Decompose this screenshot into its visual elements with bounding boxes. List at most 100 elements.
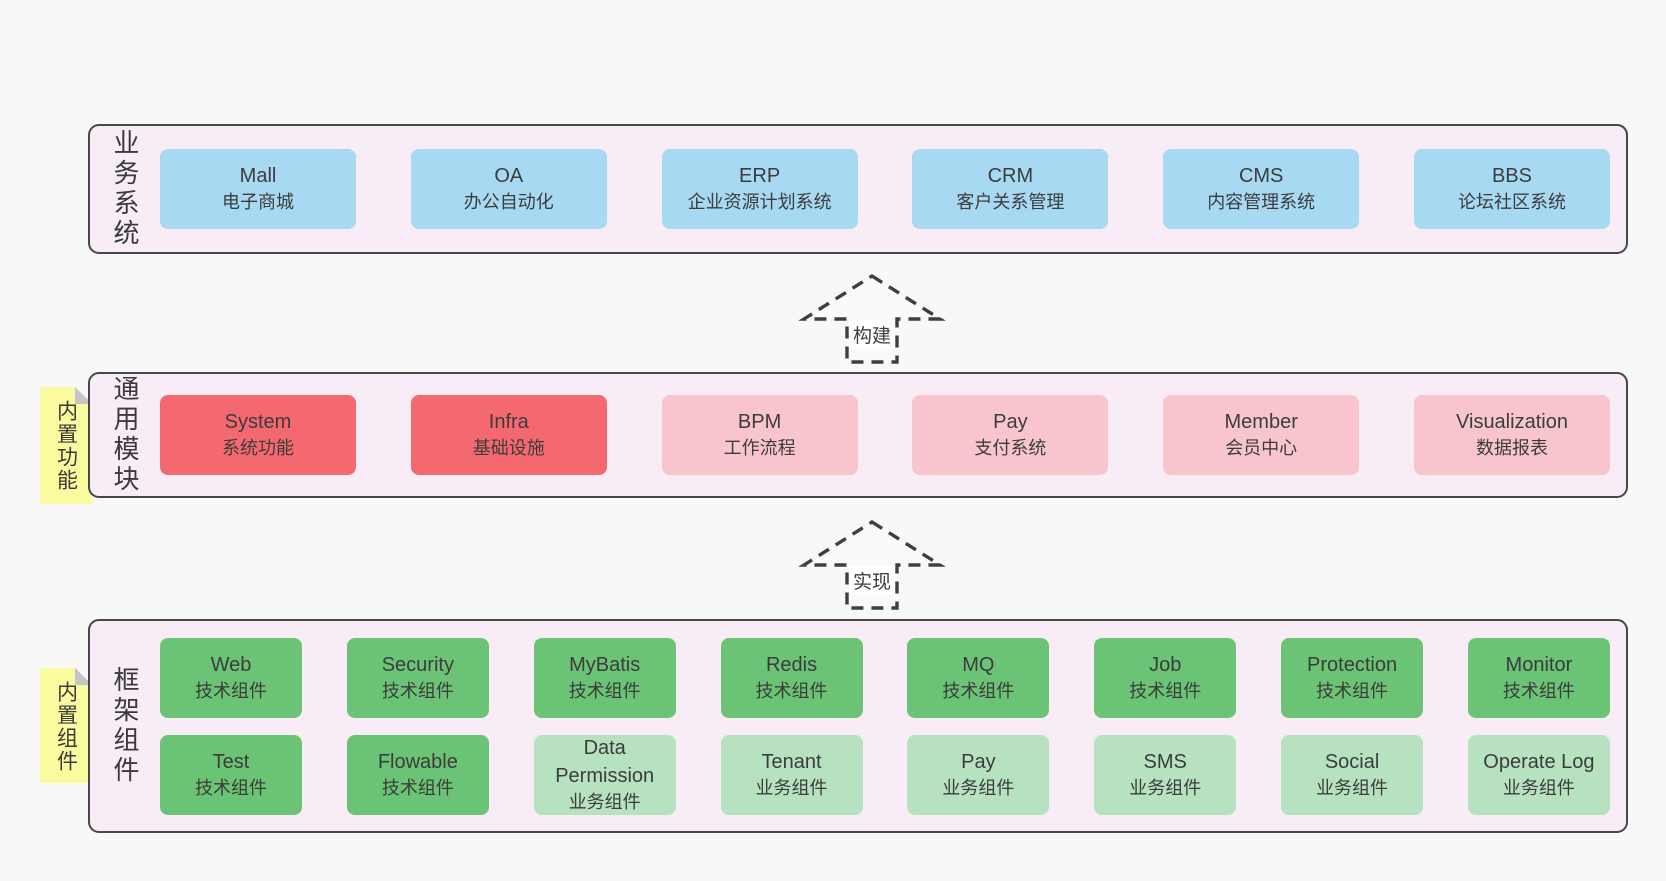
box-subtitle: 技术组件 — [568, 680, 641, 701]
box-flowable: Flowable 技术组件 — [346, 734, 489, 815]
box-title: Monitor — [1505, 653, 1573, 676]
sticky-fold-icon — [75, 668, 92, 685]
box-subtitle: 系统功能 — [222, 438, 294, 459]
box-subtitle: 支付系统 — [974, 438, 1047, 459]
box-subtitle: 会员中心 — [1225, 438, 1298, 459]
box-test: Test 技术组件 — [160, 734, 302, 815]
box-subtitle: 客户关系管理 — [956, 192, 1065, 213]
box-pay-module: Pay 支付系统 — [912, 395, 1109, 475]
box-member: Member 会员中心 — [1163, 395, 1360, 475]
box-subtitle: 业务组件 — [1316, 777, 1389, 798]
box-pay-component: Pay 业务组件 — [907, 734, 1050, 815]
arrow-build-label: 构建 — [848, 320, 896, 349]
band-common-modules: 通用模块 System 系统功能 Infra 基础设施 BPM 工作流程 Pay… — [88, 372, 1628, 498]
box-subtitle: 技术组件 — [1502, 680, 1575, 701]
box-title: Pay — [993, 411, 1028, 434]
box-title: SMS — [1143, 750, 1187, 773]
box-title: Mall — [239, 165, 277, 188]
box-bpm: BPM 工作流程 — [661, 395, 858, 475]
arrow-implement: 实现 — [797, 518, 947, 612]
box-subtitle: 基础设施 — [472, 438, 545, 459]
box-title: Redis — [765, 653, 818, 676]
box-title: Operate Log — [1483, 750, 1595, 773]
box-title: OA — [494, 165, 524, 188]
box-erp: ERP 企业资源计划系统 — [661, 149, 858, 229]
sticky-fold-icon — [75, 387, 92, 404]
box-title: System — [224, 411, 292, 434]
box-title: Data Permission — [555, 736, 655, 787]
box-title: MyBatis — [569, 653, 641, 676]
box-subtitle: 数据报表 — [1475, 438, 1548, 459]
box-subtitle: 电子商城 — [222, 192, 294, 213]
box-visualization: Visualization 数据报表 — [1413, 395, 1610, 475]
business-boxes-row: Mall 电子商城 OA 办公自动化 ERP 企业资源计划系统 CRM 客户关系… — [138, 126, 1626, 252]
box-subtitle: 技术组件 — [942, 680, 1015, 701]
box-subtitle: 内容管理系统 — [1207, 192, 1316, 213]
box-subtitle: 业务组件 — [1502, 777, 1575, 798]
box-subtitle: 技术组件 — [381, 777, 454, 798]
band-framework-components: 框架组件 Web 技术组件 Security 技术组件 MyBatis 技术组件… — [88, 619, 1628, 833]
up-arrow-icon — [798, 273, 946, 364]
box-title: MQ — [962, 653, 995, 676]
box-title: Protection — [1307, 653, 1398, 676]
box-subtitle: 技术组件 — [195, 777, 267, 798]
box-title: BBS — [1491, 165, 1532, 188]
box-system: System 系统功能 — [160, 395, 356, 475]
box-crm: CRM 客户关系管理 — [912, 149, 1109, 229]
box-title: Pay — [961, 750, 996, 773]
box-title: Social — [1324, 750, 1380, 773]
box-subtitle: 技术组件 — [195, 680, 267, 701]
box-mq: MQ 技术组件 — [907, 637, 1050, 718]
sticky-note-builtin-functions: 内置功能 — [40, 387, 92, 504]
band-business-systems: 业务系统 Mall 电子商城 OA 办公自动化 ERP 企业资源计划系统 CRM… — [88, 124, 1628, 254]
box-subtitle: 技术组件 — [381, 680, 454, 701]
sticky-note-builtin-components: 内置组件 — [40, 668, 92, 783]
framework-row-2: Test 技术组件 Flowable 技术组件 Data Permission … — [160, 734, 1610, 815]
box-subtitle: 论坛社区系统 — [1457, 192, 1566, 213]
box-subtitle: 企业资源计划系统 — [687, 192, 832, 213]
box-title: CMS — [1238, 165, 1284, 188]
sticky-label: 内置组件 — [54, 681, 78, 773]
box-title: Web — [210, 653, 252, 676]
box-data-permission: Data Permission 业务组件 — [533, 734, 676, 815]
sticky-label: 内置功能 — [54, 400, 78, 492]
box-title: Security — [381, 653, 454, 676]
box-title: Visualization — [1456, 411, 1568, 434]
box-bbs: BBS 论坛社区系统 — [1413, 149, 1610, 229]
box-subtitle: 业务组件 — [1129, 777, 1202, 798]
box-operate-log: Operate Log 业务组件 — [1467, 734, 1610, 815]
box-subtitle: 技术组件 — [1129, 680, 1202, 701]
box-mybatis: MyBatis 技术组件 — [533, 637, 676, 718]
box-social: Social 业务组件 — [1281, 734, 1424, 815]
up-arrow-icon — [798, 519, 946, 610]
box-security: Security 技术组件 — [346, 637, 489, 718]
band-framework-label: 框架组件 — [110, 666, 140, 786]
box-title: CRM — [987, 165, 1034, 188]
band-business-label: 业务系统 — [110, 129, 140, 249]
box-monitor: Monitor 技术组件 — [1467, 637, 1610, 718]
box-subtitle: 业务组件 — [568, 791, 641, 812]
box-title: BPM — [737, 411, 782, 434]
box-title: Tenant — [761, 750, 822, 773]
box-title: Flowable — [377, 750, 458, 773]
box-subtitle: 办公自动化 — [463, 192, 554, 213]
framework-boxes-grid: Web 技术组件 Security 技术组件 MyBatis 技术组件 Redi… — [138, 621, 1626, 831]
box-title: Infra — [488, 411, 529, 434]
box-subtitle: 业务组件 — [942, 777, 1015, 798]
box-cms: CMS 内容管理系统 — [1163, 149, 1360, 229]
modules-boxes-row: System 系统功能 Infra 基础设施 BPM 工作流程 Pay 支付系统… — [138, 374, 1626, 496]
framework-row-1: Web 技术组件 Security 技术组件 MyBatis 技术组件 Redi… — [160, 637, 1610, 718]
box-sms: SMS 业务组件 — [1094, 734, 1237, 815]
box-subtitle: 业务组件 — [755, 777, 828, 798]
arrow-build: 构建 — [797, 272, 947, 366]
box-title: Test — [212, 750, 250, 773]
box-job: Job 技术组件 — [1094, 637, 1237, 718]
box-web: Web 技术组件 — [160, 637, 302, 718]
arrow-implement-label: 实现 — [848, 566, 896, 595]
box-mall: Mall 电子商城 — [160, 149, 356, 229]
box-oa: OA 办公自动化 — [410, 149, 607, 229]
box-title: Job — [1149, 653, 1182, 676]
box-infra: Infra 基础设施 — [410, 395, 607, 475]
box-subtitle: 技术组件 — [1316, 680, 1389, 701]
